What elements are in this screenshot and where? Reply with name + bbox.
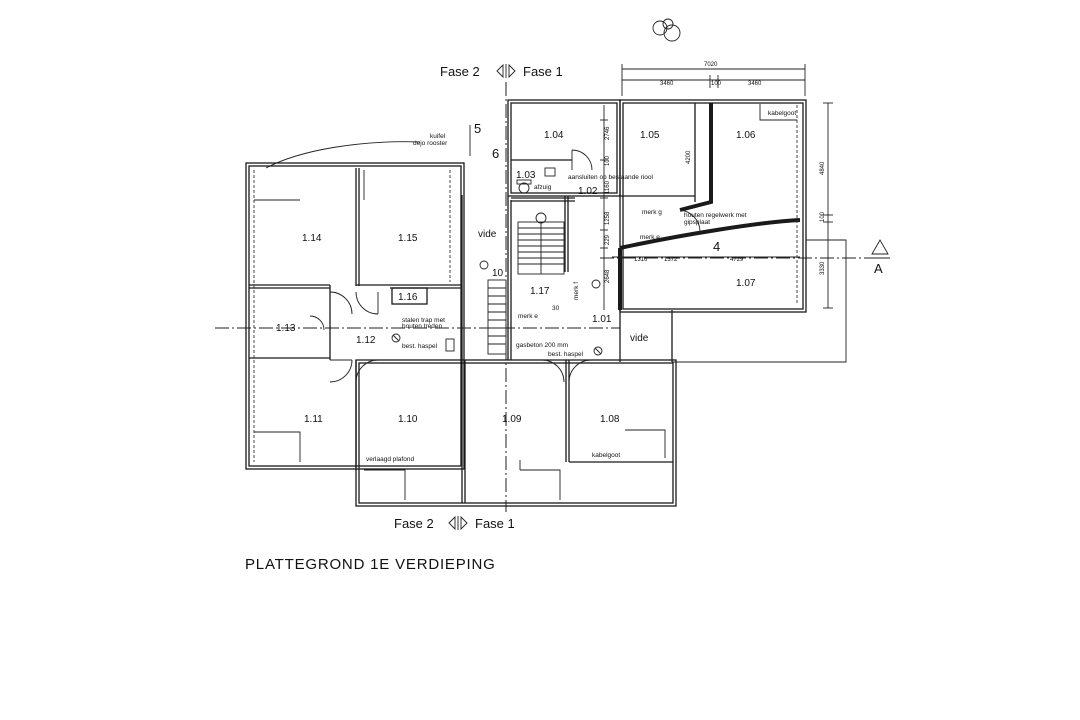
phase-divider-icon-bottom (448, 515, 468, 531)
drawing-title: PLATTEGROND 1E VERDIEPING (245, 556, 496, 573)
phase-label-top-right: Fase 1 (523, 64, 563, 79)
room-label-1-02: 1.02 (578, 186, 598, 197)
dim-100-top: 100 (711, 81, 722, 87)
dim-1258: 1258 (605, 211, 611, 225)
room-label-1-12: 1.12 (356, 335, 376, 346)
stair-steel (487, 279, 507, 355)
dimension-chain-top (621, 64, 806, 96)
note-merk-e-right: merk e (640, 234, 660, 241)
dim-3330: 3330 (820, 261, 826, 275)
dim-100-inner: 100 (605, 155, 611, 166)
dim-7020: 7020 (704, 62, 718, 68)
note-houten-regelwerk: houten regelwerk met (684, 212, 747, 219)
note-merk-e-stair: merk e (518, 313, 538, 320)
note-kabelgoot-bottom: kabelgoot (592, 452, 620, 459)
dim-229: 229 (605, 234, 611, 245)
note-aansluiten: aansluiten op bestaande riool (568, 174, 653, 181)
note-best-haspel-left: best. haspel (402, 343, 438, 350)
dim-1316: 1316 (634, 257, 648, 263)
note-kuifel: kuifel (430, 133, 446, 140)
ceiling-recess-marks (254, 104, 797, 500)
phase-label-bottom-right: Fase 1 (475, 516, 515, 531)
room-label-1-09: 1.09 (502, 414, 522, 425)
phase-label-bottom-left: Fase 2 (394, 516, 434, 531)
new-walls (618, 104, 801, 310)
note-best-haspel-right: best. haspel (548, 351, 584, 358)
hose-reel-icon-left (391, 333, 401, 343)
marker-6: 6 (492, 146, 499, 161)
dim-2648: 2648 (605, 269, 611, 283)
marker-5: 5 (474, 121, 481, 136)
note-dejo-rooster: dejo rooster (413, 140, 448, 147)
note-houten-treden: houten treden (402, 323, 443, 330)
room-label-1-15: 1.15 (398, 233, 418, 244)
sink-icon (544, 167, 556, 177)
dim-4729: 4729 (730, 257, 744, 263)
note-gasbeton: gasbeton 200 mm (516, 342, 568, 349)
outer-walls (245, 99, 847, 507)
note-kabelgoot-top: kabelgoot (768, 110, 796, 117)
toilet-icon (516, 179, 532, 194)
room-label-1-01: 1.01 (592, 314, 612, 325)
marker-4: 4 (713, 239, 720, 254)
note-gipsplaat: gipsplaat (684, 219, 710, 226)
note-merk-g: merk g (642, 209, 662, 216)
room-label-1-07: 1.07 (736, 278, 756, 289)
section-marker-icon (870, 239, 890, 259)
stair-main (517, 212, 565, 275)
dimension-chain-right (823, 102, 833, 309)
note-stalen-trap: stalen trap met (402, 317, 445, 324)
note-30: 30 (552, 305, 560, 312)
room-label-1-10: 1.10 (398, 414, 418, 425)
meter-box (445, 338, 455, 352)
dim-1372: 1372 (664, 257, 678, 263)
phase-divider-icon-top (496, 63, 516, 79)
marker-10: 10 (492, 268, 504, 279)
room-label-1-13: 1.13 (276, 323, 296, 334)
dim-4200: 4200 (686, 150, 692, 164)
room-label-1-03: 1.03 (516, 170, 536, 181)
room-label-1-16: 1.16 (398, 292, 418, 303)
note-afzuig: afzuig (534, 184, 552, 191)
room-label-1-05: 1.05 (640, 130, 660, 141)
note-verlaagd-plafond: verlaagd plafond (366, 456, 414, 463)
interior-walls (249, 103, 713, 503)
dim-4840: 4840 (820, 161, 826, 175)
hose-reel-icon-right (593, 346, 603, 356)
phase-label-top-left: Fase 2 (440, 64, 480, 79)
dashed-walls (253, 105, 798, 462)
room-label-1-11: 1.11 (304, 414, 323, 425)
door-swings (309, 149, 701, 383)
section-marker-label: A (874, 261, 883, 276)
note-merk-f: merk f (573, 282, 580, 300)
room-label-1-04: 1.04 (544, 130, 564, 141)
room-label-1-06: 1.06 (736, 130, 756, 141)
dim-3460-right: 3460 (748, 81, 762, 87)
dim-2746: 2746 (605, 126, 611, 140)
vide-label-left: vide (478, 229, 497, 240)
compass-icon (652, 18, 681, 42)
room-label-1-14: 1.14 (302, 233, 322, 244)
dim-100-right: 100 (820, 211, 826, 222)
vide-label-right: vide (630, 333, 649, 344)
dejo-rooster-arc (265, 141, 421, 169)
dim-1160: 1160 (605, 180, 611, 194)
room-label-1-08: 1.08 (600, 414, 620, 425)
marker-circle-icon (479, 260, 601, 289)
dimension-chain-interior (600, 105, 800, 310)
dim-3460-left: 3460 (660, 81, 674, 87)
room-label-1-17: 1.17 (530, 286, 550, 297)
